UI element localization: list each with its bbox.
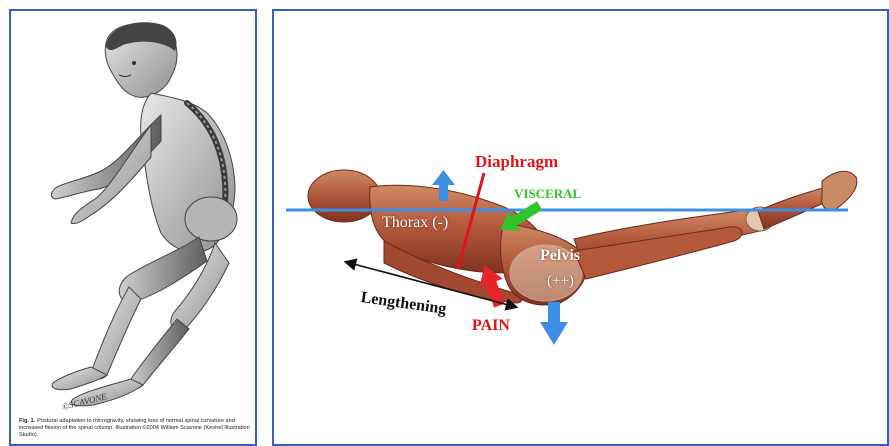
figure-caption-text: Postural adaptation to microgravity, sho… <box>19 418 250 438</box>
figure-caption: Fig. 1.Postural adaptation to microgravi… <box>19 418 251 439</box>
thorax-label: Thorax (-) <box>382 214 448 232</box>
left-illustration-panel: ©SCAVONE Fig. 1.Postural adaptation to m… <box>9 9 257 446</box>
muscle-body-figure <box>308 170 857 305</box>
blue-down-arrow <box>540 302 568 345</box>
right-diagram-panel: Diaphragm VISCERAL Thorax (-) Pelvis (++… <box>272 9 889 446</box>
astronaut-posture-illustration: ©SCAVONE <box>11 11 257 446</box>
supine-posture-diagram <box>274 11 889 446</box>
pelvis-label: Pelvis <box>540 247 580 265</box>
figure-caption-label: Fig. 1. <box>19 418 35 424</box>
pain-label: PAIN <box>472 317 510 335</box>
visceral-label: VISCERAL <box>514 186 581 202</box>
pelvis-sign-label: (++) <box>547 273 574 290</box>
diaphragm-label: Diaphragm <box>475 152 558 172</box>
